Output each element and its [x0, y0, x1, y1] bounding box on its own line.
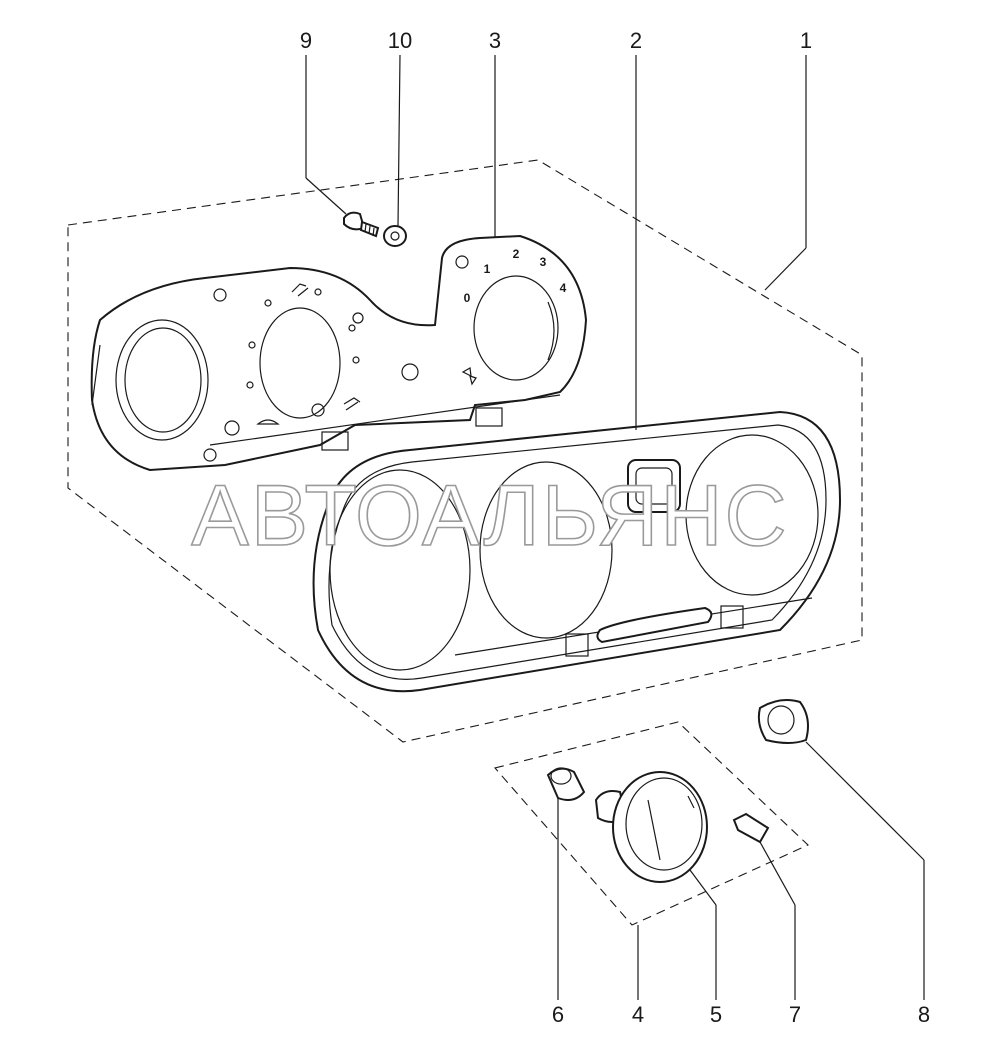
bushing [546, 767, 586, 801]
floor-vent-icon [343, 397, 361, 411]
fan-icon [461, 367, 477, 386]
assembly-outline-1 [67, 159, 863, 743]
callout-9: 9 [300, 28, 312, 53]
vent-icon [291, 283, 309, 297]
callout-6: 6 [552, 1002, 564, 1027]
leader-lines [305, 54, 925, 1000]
callout-2: 2 [630, 28, 642, 53]
dial-label-1: 1 [484, 262, 491, 276]
dial-label-3: 3 [540, 255, 547, 269]
screw [343, 211, 380, 238]
dial-label-4: 4 [560, 281, 567, 295]
indicator-window [627, 459, 681, 513]
vent-symbol-box-right [475, 407, 503, 427]
washer [383, 225, 407, 247]
callout-3: 3 [489, 28, 501, 53]
mounting-plate: 0 1 2 3 4 [90, 234, 588, 472]
switch-button [757, 699, 809, 744]
rotary-knob [594, 771, 708, 883]
callout-1: 1 [800, 28, 812, 53]
callout-8: 8 [918, 1002, 930, 1027]
dial-label-0: 0 [464, 291, 471, 305]
knob-insert [732, 812, 770, 844]
bezel-slot-right [720, 605, 744, 629]
bezel-slot-left [565, 633, 589, 657]
watermark: АВТОАЛЬЯНС [191, 468, 788, 564]
callout-4: 4 [632, 1002, 644, 1027]
callout-7: 7 [789, 1002, 801, 1027]
assembly-outline-4 [493, 721, 809, 926]
callout-5: 5 [710, 1002, 722, 1027]
vent-symbol-box-left [321, 431, 349, 451]
defrost-icon [256, 419, 280, 425]
callout-10: 10 [388, 28, 412, 53]
bezel-frame [312, 410, 842, 693]
dial-label-2: 2 [513, 247, 520, 261]
